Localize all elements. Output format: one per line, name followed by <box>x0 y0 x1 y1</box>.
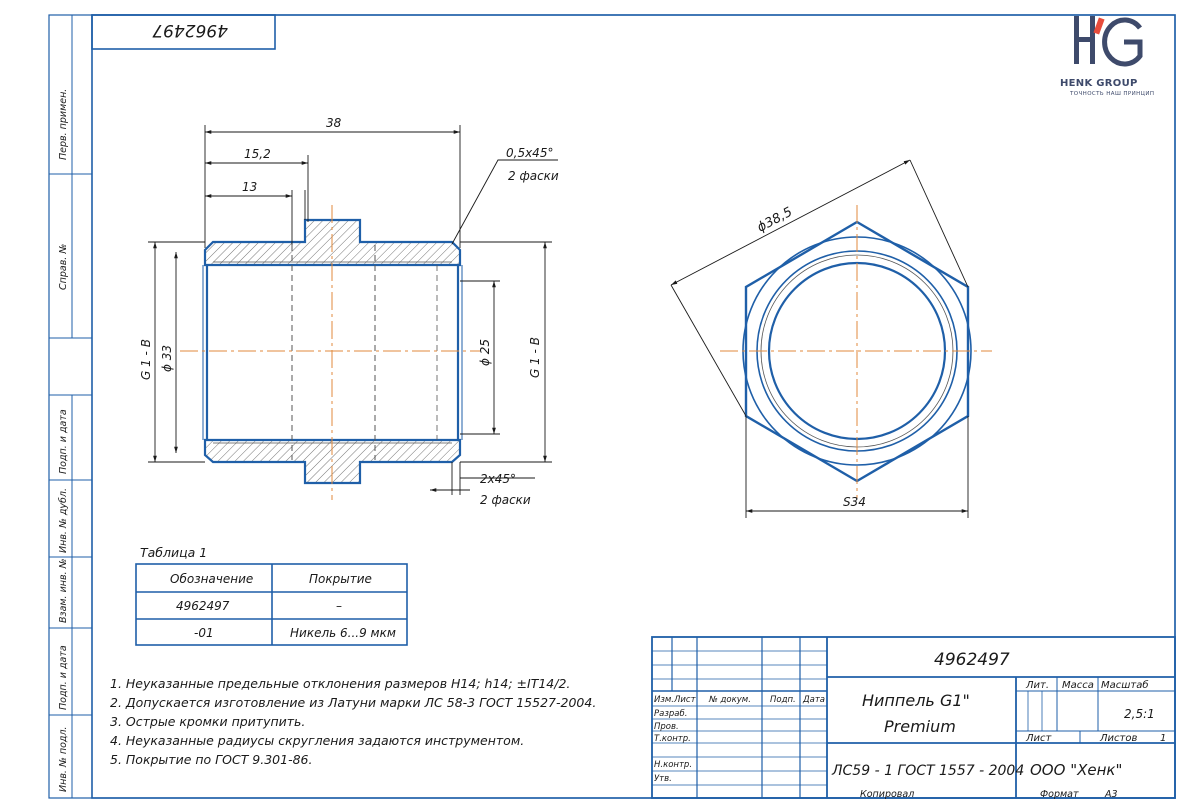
stamp-mass-label: Масса <box>1062 680 1094 691</box>
section-dimensions <box>148 125 558 495</box>
format-value: А3 <box>1104 789 1118 800</box>
copied-label: Копировал <box>860 789 914 800</box>
section-view <box>180 205 480 500</box>
side-label: Инв. № подл. <box>58 726 69 792</box>
stamp-designation: 4962497 <box>934 650 1010 670</box>
side-label: Подп. и дата <box>58 645 69 710</box>
stamp-company: ООО "Хенк" <box>1030 761 1122 779</box>
dim-chamfer-bottom: 2x45° <box>480 472 516 486</box>
brand-tagline: ТОЧНОСТЬ НАШ ПРИНЦИП <box>1070 91 1155 97</box>
inner-frame <box>91 14 1176 799</box>
coating-table-grid <box>135 563 408 646</box>
hex-dimensions <box>670 159 969 518</box>
stamp-col-header: Подп. <box>770 695 796 705</box>
dim-thread-left: G 1 - B <box>139 339 153 380</box>
table-cell: Никель 6...9 мкм <box>290 626 396 640</box>
side-label: Подп. и дата <box>58 409 69 474</box>
table-caption: Таблица 1 <box>140 545 207 560</box>
stamp-row-label: Утв. <box>654 774 672 784</box>
stamp-title-line1: Ниппель G1" <box>862 691 970 710</box>
hex-view <box>720 205 992 498</box>
dim-38: 38 <box>326 116 342 130</box>
stamp-row-label: Н.контр. <box>654 760 692 770</box>
note-3: 3. Острые кромки притупить. <box>110 714 306 729</box>
brand-name: HENK GROUP <box>1060 78 1138 89</box>
stamp-row-label: Разраб. <box>654 709 687 719</box>
note-2: 2. Допускается изготовление из Латуни ма… <box>110 695 597 710</box>
stamp-col-header: Изм. <box>654 695 674 705</box>
doc-number-mirrored: 4962497 <box>152 20 228 40</box>
dim-chamfer-top-count: 2 фаски <box>508 169 559 183</box>
stamp-title-line2: Premium <box>884 717 956 736</box>
stamp-scale-value: 2,5:1 <box>1124 707 1155 721</box>
note-4: 4. Неуказанные радиусы скругления задают… <box>110 733 525 748</box>
doc-number-box <box>91 14 276 50</box>
side-label: Справ. № <box>58 244 69 290</box>
table-cell: -01 <box>194 626 214 640</box>
dim-13: 13 <box>242 180 257 194</box>
dim-chamfer-top: 0,5x45° <box>506 146 553 160</box>
dim-dia-33: ϕ 33 <box>160 345 174 372</box>
stamp-sheets-value: 1 <box>1160 733 1166 744</box>
table-header-designation: Обозначение <box>170 572 253 586</box>
stamp-row-label: Пров. <box>654 722 679 732</box>
stamp-sheets-label: Листов <box>1099 733 1137 744</box>
format-label: Формат <box>1040 789 1079 800</box>
stamp-col-header: Дата <box>802 695 825 705</box>
table-header-coating: Покрытие <box>309 572 372 586</box>
stamp-material: ЛС59 - 1 ГОСТ 1557 - 2004 <box>831 763 1024 779</box>
side-label: Инв. № дубл. <box>58 488 69 553</box>
side-columns <box>49 15 92 798</box>
stamp-scale-label: Масштаб <box>1101 679 1149 691</box>
dim-s34: S34 <box>843 495 866 509</box>
note-1: 1. Неуказанные предельные отклонения раз… <box>110 676 571 691</box>
henk-group-logo <box>1074 16 1143 67</box>
table-cell: 4962497 <box>176 599 230 613</box>
dim-15-2: 15,2 <box>244 147 271 161</box>
side-label: Перв. примен. <box>58 89 69 160</box>
stamp-col-header: № докум. <box>708 695 751 705</box>
stamp-sheet-label: Лист <box>1025 733 1053 744</box>
dim-thread-right: G 1 - B <box>528 337 542 378</box>
stamp-row-label: Т.контр. <box>654 734 691 744</box>
dim-chamfer-bottom-count: 2 фаски <box>480 493 531 507</box>
title-block-grid <box>651 636 1176 799</box>
stamp-col-header: Лист <box>673 695 697 705</box>
table-cell: – <box>336 599 342 613</box>
dim-dia-25: ϕ 25 <box>478 339 492 366</box>
note-5: 5. Покрытие по ГОСТ 9.301-86. <box>110 752 313 767</box>
stamp-lit-label: Лит. <box>1025 680 1049 691</box>
side-label: Взам. инв. № <box>58 558 69 623</box>
